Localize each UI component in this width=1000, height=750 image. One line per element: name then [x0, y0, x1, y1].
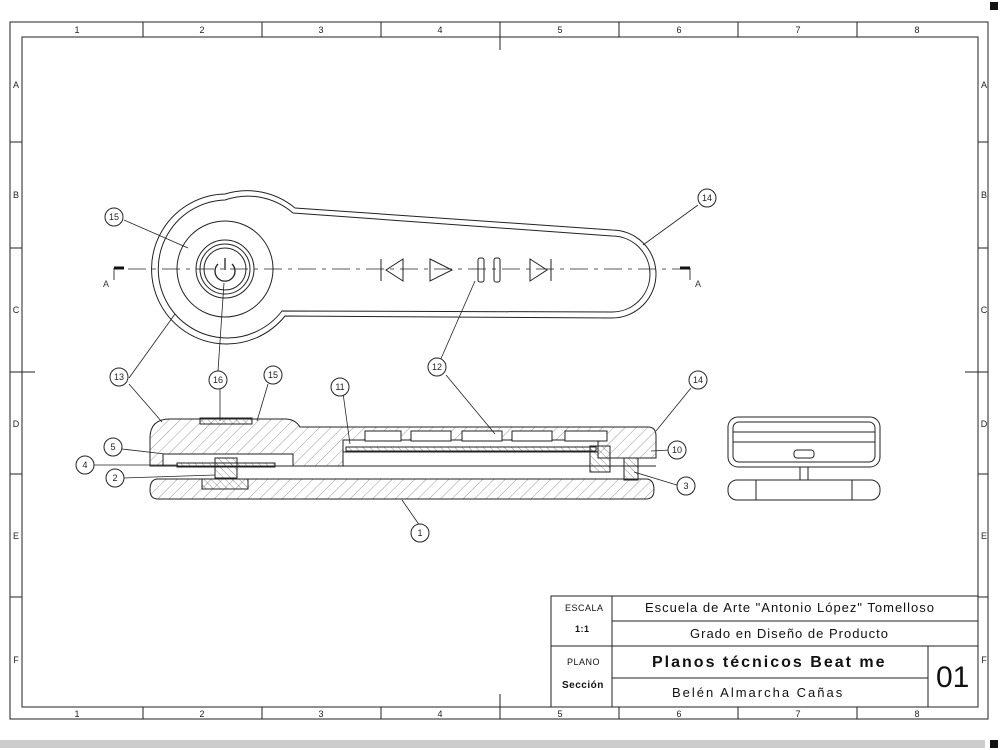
leader-lines: [94, 204, 699, 527]
section-markers: [113, 266, 691, 280]
zone-col-4-bottom: 4: [437, 709, 442, 719]
balloon-3: 3: [676, 476, 696, 496]
balloon-11: 11: [330, 377, 350, 397]
zone-col-1-top: 1: [74, 25, 79, 35]
zone-row-e-right: E: [981, 531, 987, 541]
balloon-14-top: 14: [697, 188, 717, 208]
zone-row-a-right: A: [981, 80, 987, 90]
zone-ticks: [10, 22, 988, 719]
zone-col-6-bottom: 6: [676, 709, 681, 719]
plan-value: Sección: [562, 680, 604, 691]
zone-col-2-top: 2: [199, 25, 204, 35]
svg-text:12: 12: [432, 362, 442, 372]
balloon-13: 13: [109, 367, 129, 387]
part-balloons: 15 14 13 16 15 11 12 14 5 4 2 10 3 1: [75, 188, 717, 543]
balloon-16: 16: [208, 370, 228, 390]
zone-col-8-top: 8: [914, 25, 919, 35]
degree-name: Grado en Diseño de Producto: [690, 626, 889, 641]
svg-text:14: 14: [693, 375, 703, 385]
svg-text:2: 2: [112, 473, 117, 483]
balloon-10: 10: [667, 440, 687, 460]
svg-text:4: 4: [82, 460, 87, 470]
scale-value: 1:1: [575, 624, 590, 634]
balloon-15-section: 15: [263, 365, 283, 385]
zone-col-7-bottom: 7: [795, 709, 800, 719]
author-name: Belén Almarcha Cañas: [672, 685, 845, 700]
zone-col-7-top: 7: [795, 25, 800, 35]
zone-row-d-left: D: [13, 419, 20, 429]
svg-text:11: 11: [335, 382, 344, 392]
svg-text:15: 15: [268, 370, 278, 380]
section-marker-left: A: [103, 279, 109, 289]
drawing-title: Planos técnicos Beat me: [652, 654, 887, 671]
svg-text:5: 5: [110, 442, 115, 452]
scale-label: ESCALA: [565, 603, 604, 613]
svg-text:15: 15: [109, 212, 119, 222]
usb-port-icon: [793, 449, 815, 459]
zone-col-5-bottom: 5: [557, 709, 562, 719]
zone-row-b-left: B: [13, 190, 19, 200]
zone-col-4-top: 4: [437, 25, 442, 35]
balloon-2: 2: [105, 468, 125, 488]
zone-row-c-right: C: [981, 305, 988, 315]
svg-text:16: 16: [213, 375, 223, 385]
outer-frame: [9, 21, 989, 720]
zone-col-5-top: 5: [557, 25, 562, 35]
zone-col-6-top: 6: [676, 25, 681, 35]
zone-col-3-top: 3: [318, 25, 323, 35]
balloon-12: 12: [427, 357, 447, 377]
balloon-14-section: 14: [688, 370, 708, 390]
plan-label: PLANO: [567, 657, 601, 667]
svg-text:3: 3: [683, 481, 688, 491]
svg-text:10: 10: [672, 445, 682, 455]
section-view: [149, 417, 657, 500]
zone-col-1-bottom: 1: [74, 709, 79, 719]
section-marker-right: A: [695, 279, 701, 289]
zone-row-e-left: E: [13, 531, 19, 541]
zone-row-f-left: F: [13, 655, 19, 665]
pause-icon: [477, 257, 501, 283]
zone-row-c-left: C: [13, 305, 20, 315]
zone-col-8-bottom: 8: [914, 709, 919, 719]
zone-row-d-right: D: [981, 419, 988, 429]
play-icon: [429, 258, 454, 282]
zone-row-a-left: A: [13, 80, 19, 90]
top-view: [128, 190, 680, 345]
side-view: [727, 416, 881, 501]
zone-row-b-right: B: [981, 190, 987, 200]
zone-col-2-bottom: 2: [199, 709, 204, 719]
title-block: [550, 595, 979, 708]
svg-text:13: 13: [114, 372, 124, 382]
zone-row-f-right: F: [981, 655, 987, 665]
previous-track-icon: [380, 258, 404, 282]
balloon-1: 1: [410, 523, 430, 543]
zone-col-3-bottom: 3: [318, 709, 323, 719]
corner-mark-top-right: [990, 2, 998, 10]
balloon-4: 4: [75, 455, 95, 475]
next-track-icon: [529, 258, 552, 282]
svg-text:14: 14: [702, 193, 712, 203]
balloon-15-top: 15: [104, 207, 124, 227]
corner-mark-bottom-right: [990, 740, 998, 748]
svg-text:1: 1: [417, 528, 422, 538]
school-name: Escuela de Arte "Antonio López" Tomellos…: [645, 600, 935, 615]
sheet-number: 01: [936, 661, 970, 694]
balloon-5: 5: [103, 437, 123, 457]
